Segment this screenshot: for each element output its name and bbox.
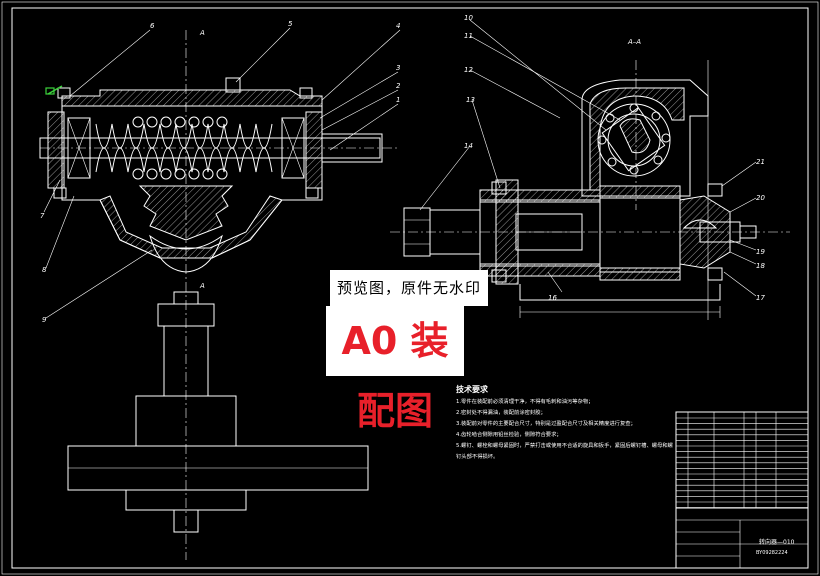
svg-text:17: 17 — [756, 294, 765, 302]
view-mark-top: A — [199, 29, 205, 37]
svg-text:13: 13 — [466, 96, 475, 104]
note-item: 4.齿轮啮合侧隙用铅丝检验，侧隙符合要求； — [456, 432, 562, 438]
svg-text:11: 11 — [464, 32, 473, 40]
svg-text:19: 19 — [756, 248, 765, 256]
note-item: 3.装配前对零件的主要配合尺寸，特别是过盈配合尺寸及相关精度进行复查； — [456, 421, 636, 427]
svg-text:9: 9 — [42, 316, 47, 324]
svg-text:21: 21 — [756, 158, 765, 166]
technical-requirements: 技术要求 1.零件在装配前必须清理干净，不得有毛刺和油污等杂物； 2.密封处不得… — [456, 384, 676, 463]
part-labels-right: 10 11 12 13 14 16 17 18 19 20 21 — [464, 14, 765, 302]
note-item: 2.密封处不得漏油，装配前涂密封胶； — [456, 410, 546, 416]
parts-list-table — [675, 411, 809, 509]
svg-text:5: 5 — [288, 20, 293, 28]
left-leaders — [43, 27, 401, 319]
svg-text:20: 20 — [756, 194, 765, 202]
view-mark-bottom: A — [199, 282, 205, 290]
note-item: 1.零件在装配前必须清理干净，不得有毛刺和油污等杂物； — [456, 399, 594, 405]
svg-text:16: 16 — [548, 294, 557, 302]
title-block — [675, 507, 809, 569]
note-item: 5.螺钉、螺栓和螺母紧固时，严禁打击或使用不合适的旋具和扳手，紧固后螺钉槽、螺母… — [456, 443, 673, 460]
worm-threads — [95, 123, 273, 173]
svg-text:14: 14 — [464, 142, 473, 150]
left-section-view — [39, 30, 400, 560]
svg-text:6: 6 — [150, 22, 155, 30]
svg-text:10: 10 — [464, 14, 473, 22]
left-lower-view — [67, 291, 369, 533]
ball-circuit — [132, 116, 228, 180]
drawing-name: 转向器—010 — [759, 539, 795, 546]
svg-text:18: 18 — [756, 262, 765, 270]
inner-border — [11, 7, 809, 569]
svg-text:7: 7 — [40, 212, 45, 220]
drawing-code: BY09282224 — [756, 550, 788, 556]
part-labels-left: 6 5 4 3 2 1 7 8 9 — [40, 20, 401, 324]
svg-text:12: 12 — [464, 66, 473, 74]
preview-watermark-banner: 预览图，原件无水印 — [330, 270, 488, 306]
svg-text:4: 4 — [396, 22, 400, 30]
notes-title: 技术要求 — [456, 385, 488, 394]
a0-assembly-stamp: A0 装配图 — [326, 306, 464, 433]
section-label: A–A — [627, 38, 641, 46]
right-leaders — [419, 19, 757, 297]
right-section-view — [390, 60, 790, 320]
svg-text:8: 8 — [42, 266, 47, 274]
svg-text:1: 1 — [396, 96, 400, 104]
svg-text:2: 2 — [396, 82, 401, 90]
svg-text:3: 3 — [396, 64, 400, 72]
